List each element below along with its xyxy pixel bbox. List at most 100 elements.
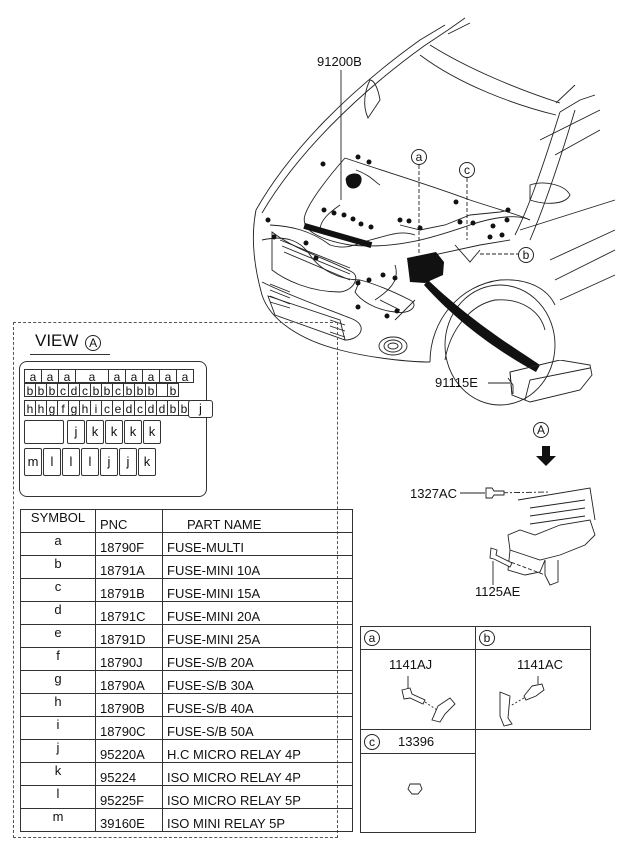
view-title-marker: A — [85, 335, 102, 351]
symbol-cell: l — [20, 785, 96, 809]
fuse-slot: a — [125, 369, 143, 383]
header-symbol: SYMBOL — [20, 509, 96, 533]
relay-slot: l — [43, 448, 61, 476]
fuse-slot: i — [90, 400, 102, 416]
symbol-cell: f — [20, 647, 96, 671]
symbol-cell: m — [20, 808, 96, 832]
fuse-box-exploded-view — [460, 360, 596, 586]
fuse-slot: b — [101, 383, 113, 397]
relay-slot: m — [24, 448, 42, 476]
relay-slot: k — [86, 420, 104, 444]
detail-a-part-number: 1141AJ — [389, 657, 433, 672]
bolt-1327ac-icon — [485, 487, 505, 499]
symbol-cell: i — [20, 716, 96, 740]
view-a-marker: A — [533, 422, 549, 438]
bolt-bottom-part-number: 1125AE — [475, 584, 521, 599]
header-pnc: PNC — [95, 509, 163, 533]
pnc-cell: 18790J — [95, 647, 163, 671]
fuse-slot: a — [24, 369, 42, 383]
fuse-slot: a — [41, 369, 59, 383]
down-arrow-icon — [536, 446, 556, 466]
pnc-cell: 18790C — [95, 716, 163, 740]
symbol-cell: a — [20, 532, 96, 556]
relay-slot: k — [138, 448, 156, 476]
part-name-cell: FUSE-MINI 20A — [162, 601, 353, 625]
part-name-cell: ISO MICRO RELAY 4P — [162, 762, 353, 786]
fuse-box-cover — [509, 360, 593, 403]
detail-b-body — [475, 649, 591, 730]
pnc-cell: 18791D — [95, 624, 163, 648]
fuse-cover-part-number: 91115E — [435, 375, 478, 390]
fuse-slot: a — [142, 369, 160, 383]
detail-b-part-number: 1141AC — [517, 657, 564, 672]
pnc-cell: 18791B — [95, 578, 163, 602]
detail-hardware-drawings — [401, 676, 545, 795]
part-name-cell: FUSE-S/B 40A — [162, 693, 353, 717]
relay-slot: k — [143, 420, 161, 444]
part-name-cell: ISO MICRO RELAY 5P — [162, 785, 353, 809]
pnc-cell: 18791A — [95, 555, 163, 579]
part-name-cell: FUSE-S/B 50A — [162, 716, 353, 740]
bracket-1141ac-icon — [499, 691, 513, 727]
fuse-slot: a — [58, 369, 76, 383]
part-name-cell: FUSE-MINI 25A — [162, 624, 353, 648]
symbol-cell: c — [20, 578, 96, 602]
pnc-cell: 95220A — [95, 739, 163, 763]
symbol-cell: d — [20, 601, 96, 625]
part-name-cell: ISO MINI RELAY 5P — [162, 808, 353, 832]
symbol-cell: b — [20, 555, 96, 579]
part-name-cell: FUSE-S/B 20A — [162, 647, 353, 671]
fuse-slot: a — [108, 369, 126, 383]
part-name-cell: FUSE-MINI 10A — [162, 555, 353, 579]
part-name-cell: FUSE-MULTI — [162, 532, 353, 556]
relay-slot-empty — [24, 420, 64, 444]
view-title-underline — [30, 354, 110, 355]
part-name-cell: FUSE-MINI 15A — [162, 578, 353, 602]
engine-fuse-box — [407, 252, 444, 283]
symbol-cell: h — [20, 693, 96, 717]
pnc-cell: 18790F — [95, 532, 163, 556]
fuse-slot: e — [112, 400, 124, 416]
pnc-cell: 39160E — [95, 808, 163, 832]
pnc-cell: 95224 — [95, 762, 163, 786]
fuse-slot: a — [176, 369, 194, 383]
pnc-cell: 18790A — [95, 670, 163, 694]
detail-c-part-number: 13396 — [398, 734, 435, 749]
fuse-slot: b — [167, 383, 179, 397]
pnc-cell: 18791C — [95, 601, 163, 625]
header-part-name: PART NAME — [162, 509, 353, 533]
part-name-cell: H.C MICRO RELAY 4P — [162, 739, 353, 763]
relay-slot: l — [81, 448, 99, 476]
marker-b-on-car: b — [518, 247, 534, 263]
view-title: VIEW A — [35, 332, 102, 351]
harness-connector-block — [345, 173, 362, 189]
fuse-slot: c — [57, 383, 69, 397]
symbol-cell: k — [20, 762, 96, 786]
relay-slot: j — [67, 420, 85, 444]
parts-table-header: SYMBOL PNC PART NAME — [20, 509, 353, 533]
pnc-cell: 18790B — [95, 693, 163, 717]
detail-a-marker: a — [364, 630, 380, 646]
marker-c-on-car: c — [459, 162, 475, 178]
wiring-connectors — [265, 154, 511, 319]
detail-c-marker: c — [364, 734, 380, 750]
relay-slot: k — [105, 420, 123, 444]
relay-slot: k — [124, 420, 142, 444]
bolt-1141aj-icon — [401, 687, 426, 705]
fuse-box-bracket — [507, 519, 596, 561]
symbol-cell: g — [20, 670, 96, 694]
harness-part-number: 91200B — [317, 54, 362, 69]
relay-slot: j — [119, 448, 137, 476]
